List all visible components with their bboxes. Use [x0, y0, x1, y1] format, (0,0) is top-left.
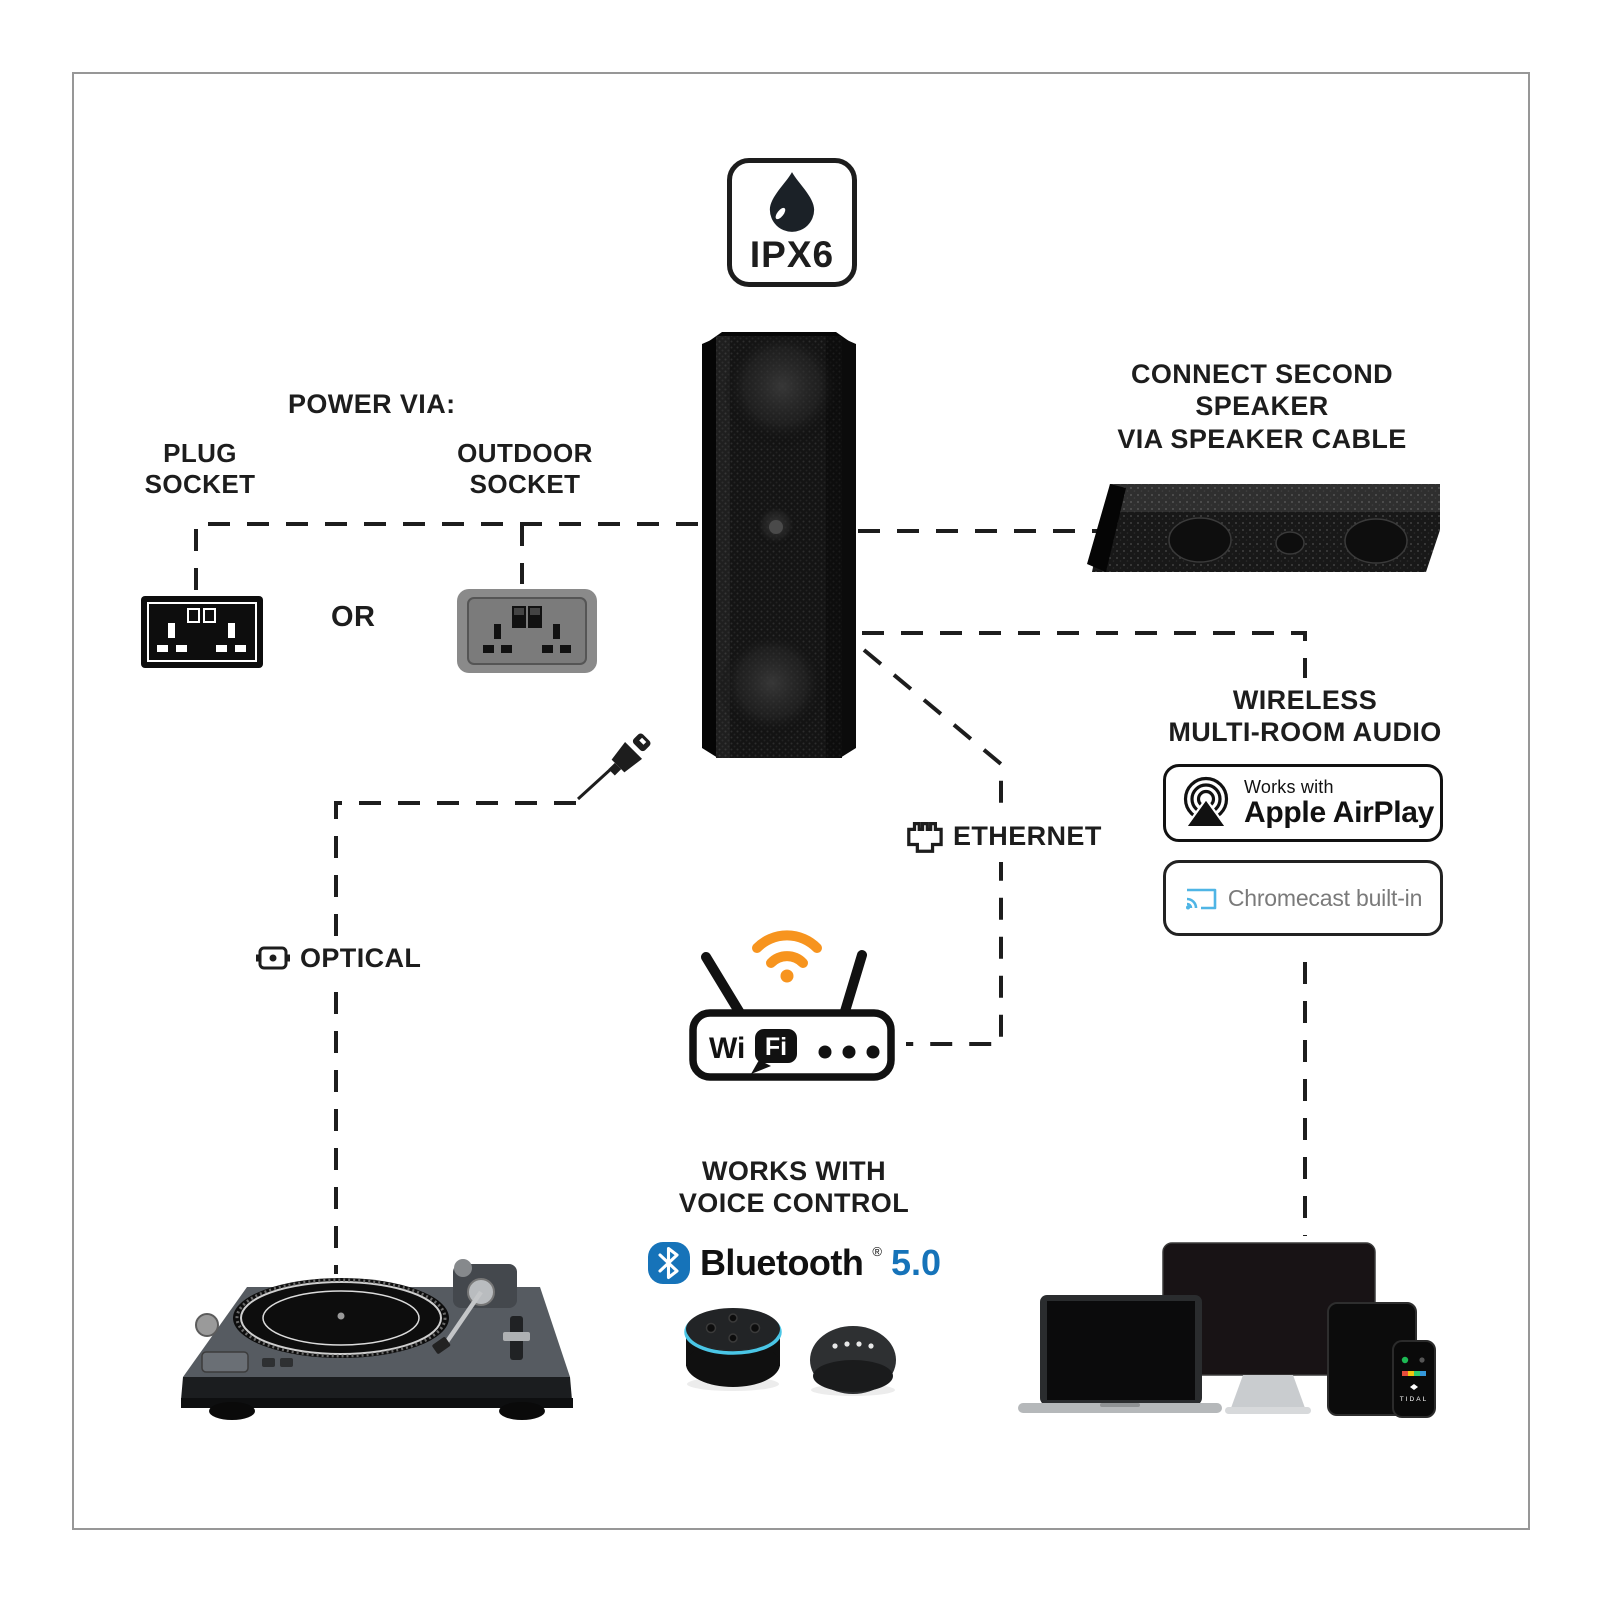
bluetooth-row: Bluetooth ® 5.0: [594, 1240, 994, 1286]
bluetooth-version: 5.0: [891, 1242, 942, 1283]
line-plug-to-speaker: [194, 522, 700, 590]
router-antennas: [701, 950, 867, 1023]
turntable-tonearm: [432, 1259, 517, 1354]
bluetooth-label: Bluetooth: [699, 1242, 864, 1283]
ethernet-label: ETHERNET: [953, 820, 1102, 851]
chromecast-badge: Chromecast built-in: [1163, 860, 1443, 936]
google-home-mini-image: [810, 1326, 896, 1396]
phone-app-label: TIDAL: [1400, 1396, 1428, 1403]
power-via-title: POWER VIA:: [288, 389, 456, 419]
imac-monitor: [1162, 1242, 1376, 1414]
turntable-45-adapter: [195, 1313, 219, 1337]
home-mini-dots: [832, 1341, 874, 1349]
ethernet-icon: [907, 822, 943, 853]
optical-port-icon: [256, 946, 290, 970]
line-speaker-to-ethernet-router: [862, 648, 1003, 1046]
frame-border: [72, 72, 1530, 1530]
wifi-waves-icon: [752, 930, 822, 968]
router-wifi-text-fi: Fi: [765, 1033, 787, 1061]
or-label: OR: [331, 601, 376, 633]
cast-icon: [1185, 888, 1217, 910]
apple-airplay-badge: Works with Apple AirPlay: [1163, 764, 1443, 842]
bluetooth-reg-mark: ®: [872, 1244, 882, 1259]
ipx6-badge: IPX6: [727, 158, 857, 287]
turntable-image: [181, 1259, 573, 1420]
second-speaker-image: [1087, 484, 1440, 572]
airplay-icon: [1183, 776, 1229, 829]
speaker-woofer-top: [725, 335, 839, 449]
bluetooth-icon: [647, 1242, 690, 1284]
optical-cable-line: [576, 766, 614, 801]
turntable-pitch-fader: [503, 1316, 530, 1360]
second-speaker-woofer-left: [1168, 517, 1232, 563]
airplay-works-with: Works with: [1244, 776, 1334, 797]
speaker-woofer-bottom: [720, 636, 824, 740]
ipx6-label: IPX6: [749, 233, 835, 275]
airplay-name: Apple AirPlay: [1244, 795, 1435, 829]
plug-socket-icon: [141, 596, 263, 668]
outdoor-socket-label: OUTDOOR SOCKET: [457, 438, 593, 500]
laptop: [1018, 1295, 1222, 1413]
smartphone: TIDAL: [1392, 1340, 1436, 1418]
line-speaker-to-wireless: [862, 631, 1307, 678]
wifi-router-icon: Wi Fi: [689, 930, 895, 1081]
plug-socket-label: PLUG SOCKET: [144, 438, 256, 500]
optical-connector-icon: [608, 733, 651, 776]
line-optical-to-turntable: [334, 801, 576, 1274]
optical-label: OPTICAL: [300, 943, 422, 973]
chromecast-label: Chromecast built-in: [1227, 884, 1423, 911]
turntable-start-button: [201, 1351, 249, 1373]
outdoor-socket-icon: [457, 589, 597, 673]
devices-image: TIDAL: [1018, 1242, 1436, 1418]
connect-second-speaker-title: CONNECT SECOND SPEAKER VIA SPEAKER CABLE: [1117, 359, 1407, 454]
water-drop-icon: [769, 171, 815, 232]
second-speaker-woofer-right: [1344, 518, 1408, 564]
optical-label-row: OPTICAL: [248, 938, 430, 979]
echo-dot-image: [684, 1308, 782, 1391]
router-dots: [818, 1045, 880, 1059]
second-speaker-tweeter: [1275, 531, 1305, 555]
wireless-multiroom-title: WIRELESS MULTI-ROOM AUDIO: [1168, 685, 1442, 748]
router-wifi-text-wi: Wi: [709, 1032, 745, 1065]
main-speaker-image: [702, 332, 856, 758]
ethernet-label-row: ETHERNET: [897, 810, 1110, 862]
voice-control-title: WORKS WITH VOICE CONTROL: [678, 1156, 910, 1219]
